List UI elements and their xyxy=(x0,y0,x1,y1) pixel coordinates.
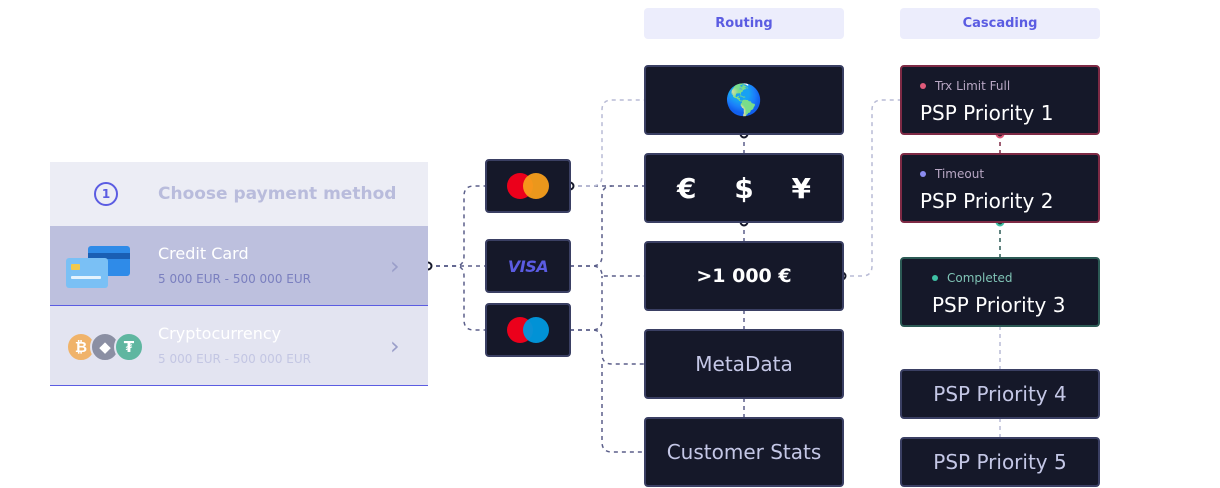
panel-header: 1 Choose payment method xyxy=(50,162,428,226)
wire-visa-to-threshold xyxy=(570,265,646,277)
status-indicator: Timeout xyxy=(920,167,984,181)
globe-icon: 🌎 xyxy=(725,82,763,118)
psp-label: PSP Priority 4 xyxy=(933,382,1067,406)
routing-node-amount[interactable]: >1 000 € xyxy=(644,241,844,311)
payment-option-credit-card[interactable]: Credit Card 5 000 EUR - 500 000 EUR › xyxy=(50,226,428,306)
cascade-node-psp4[interactable]: PSP Priority 4 xyxy=(900,369,1100,419)
status-dot-icon xyxy=(920,171,926,177)
payment-option-range: 5 000 EUR - 500 000 EUR xyxy=(158,352,311,366)
payment-option-name: Cryptocurrency xyxy=(158,324,282,343)
brand-mastercard[interactable] xyxy=(485,159,571,213)
routing-node-currency[interactable]: € $ ¥ xyxy=(644,153,844,223)
cascade-node-psp2[interactable]: Timeout PSP Priority 2 xyxy=(900,153,1100,223)
wire-card-to-mastercard xyxy=(428,185,486,267)
psp-label: PSP Priority 1 xyxy=(920,101,1054,125)
chevron-right-icon: › xyxy=(390,332,400,360)
psp-label: PSP Priority 2 xyxy=(920,189,1054,213)
psp-label: PSP Priority 5 xyxy=(933,450,1067,474)
routing-header: Routing xyxy=(644,8,844,39)
status-indicator: Trx Limit Full xyxy=(920,79,1010,93)
status-label: Trx Limit Full xyxy=(935,79,1011,93)
step-number-badge: 1 xyxy=(94,182,118,206)
routing-node-customer-stats[interactable]: Customer Stats xyxy=(644,417,844,487)
wire-card-to-maestro xyxy=(428,265,486,331)
cascade-node-psp3[interactable]: Completed PSP Priority 3 xyxy=(900,257,1100,327)
panel-title: Choose payment method xyxy=(158,184,397,204)
wire-mc-to-globe xyxy=(570,99,646,187)
status-dot-icon xyxy=(932,275,938,281)
routing-node-geo[interactable]: 🌎 xyxy=(644,65,844,135)
status-label: Timeout xyxy=(935,167,985,181)
payment-method-panel: 1 Choose payment method Credit Card 5 00… xyxy=(50,162,428,386)
cascade-node-psp5[interactable]: PSP Priority 5 xyxy=(900,437,1100,487)
routing-node-metadata[interactable]: MetaData xyxy=(644,329,844,399)
cascading-header: Cascading xyxy=(900,8,1100,39)
wire-to-customer-stats xyxy=(601,364,646,453)
visa-logo: VISA xyxy=(507,256,549,276)
payment-option-name: Credit Card xyxy=(158,244,249,263)
crypto-coins-icon: ₿ ◆ ₮ xyxy=(66,332,146,364)
tether-icon: ₮ xyxy=(114,332,144,362)
maestro-icon xyxy=(507,317,549,343)
mastercard-icon xyxy=(507,173,549,199)
brand-visa[interactable]: VISA xyxy=(485,239,571,293)
psp-label: PSP Priority 3 xyxy=(932,293,1066,317)
amount-threshold: >1 000 € xyxy=(696,265,792,287)
currency-symbols: € $ ¥ xyxy=(677,171,825,205)
wire-threshold-to-psp1 xyxy=(842,99,902,277)
wire-to-metadata xyxy=(570,329,646,365)
status-label: Completed xyxy=(947,271,1013,285)
chevron-right-icon: › xyxy=(390,252,400,280)
routing-node-label: Customer Stats xyxy=(666,440,822,464)
status-indicator: Completed xyxy=(932,271,1012,285)
routing-node-label: MetaData xyxy=(695,352,793,376)
wire-maestro-bus xyxy=(570,276,603,331)
brand-maestro[interactable] xyxy=(485,303,571,357)
payment-option-range: 5 000 EUR - 500 000 EUR xyxy=(158,272,311,286)
credit-card-icon xyxy=(66,246,132,290)
payment-option-crypto[interactable]: ₿ ◆ ₮ Cryptocurrency 5 000 EUR - 500 000… xyxy=(50,306,428,386)
cascade-node-psp1[interactable]: Trx Limit Full PSP Priority 1 xyxy=(900,65,1100,135)
status-dot-icon xyxy=(920,83,926,89)
wire-brand-bus xyxy=(570,185,613,267)
